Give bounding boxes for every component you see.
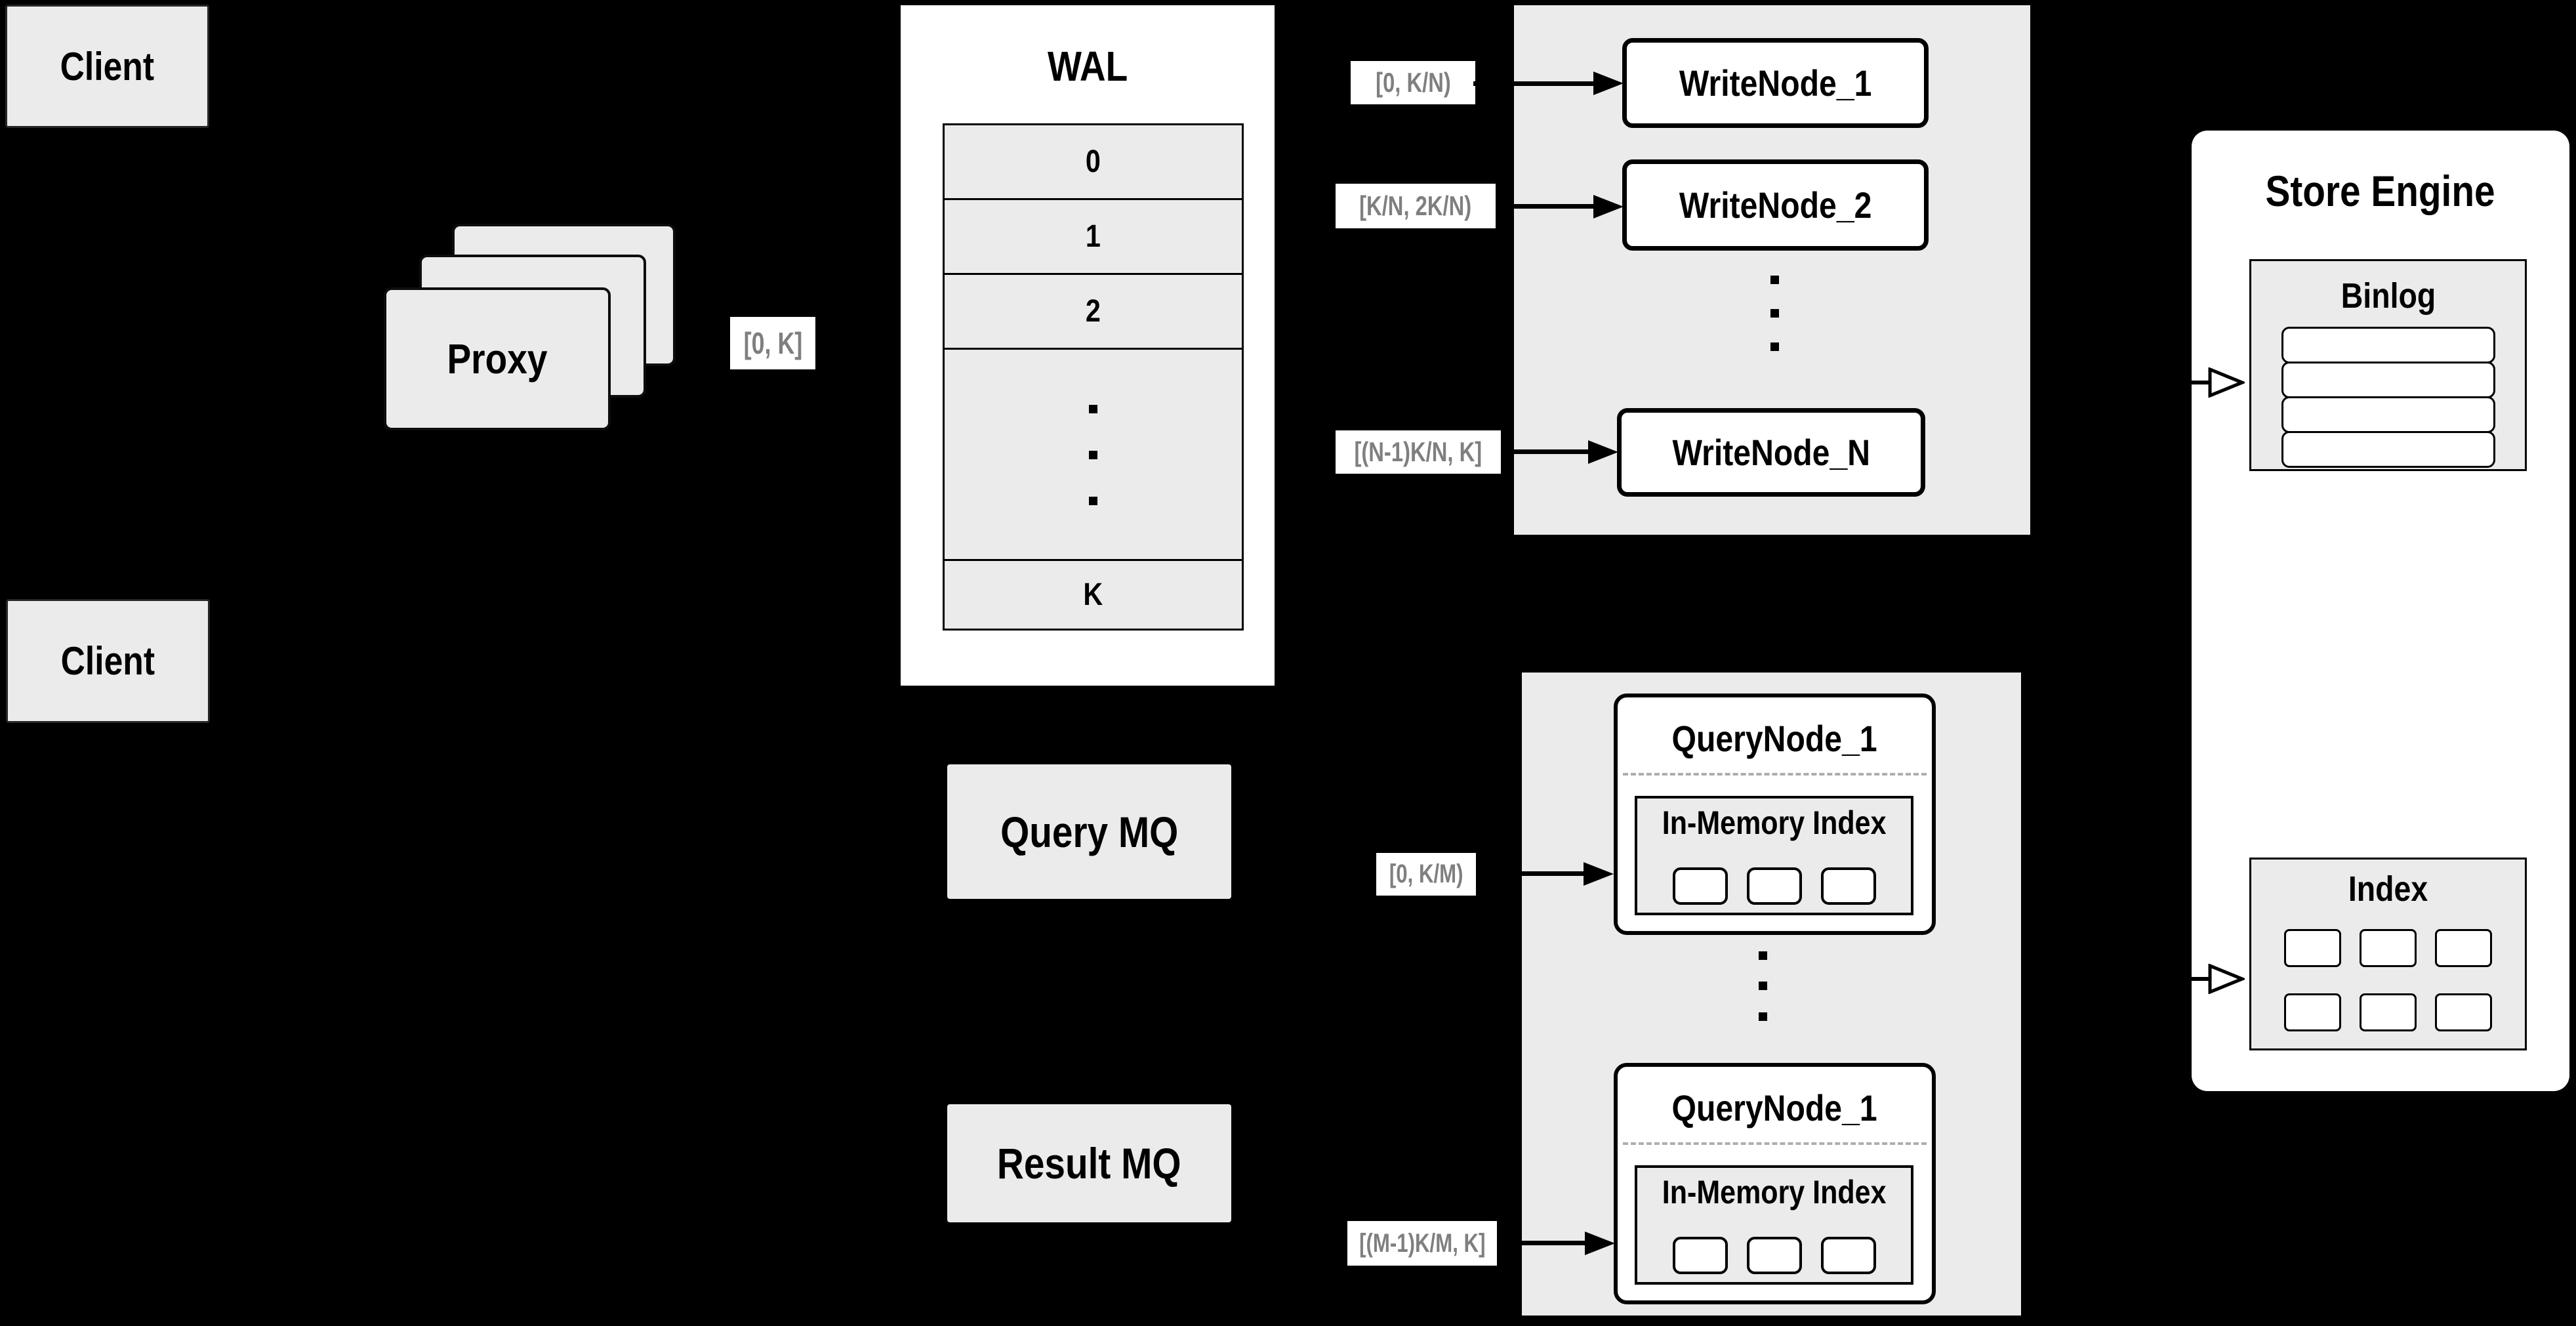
ellipsis-dot bbox=[1759, 982, 1767, 990]
binlog-row bbox=[2281, 362, 2495, 398]
range-chip-query-m: [(M-1)K/M, K] bbox=[1347, 1221, 1497, 1266]
ellipsis-dot bbox=[1770, 276, 1779, 284]
client-label: Client bbox=[60, 44, 155, 89]
wal-slot-2: 2 bbox=[945, 273, 1242, 348]
range-chip-query-1: [0, K/M) bbox=[1376, 853, 1476, 896]
query-node-title: QueryNode_1 bbox=[1671, 1087, 1878, 1129]
index-grid bbox=[2251, 929, 2525, 1031]
index-segment bbox=[2284, 993, 2341, 1031]
wal-slot-0: 0 bbox=[945, 125, 1242, 198]
arrow-binlog-line bbox=[2030, 381, 2214, 384]
query-node-title: QueryNode_1 bbox=[1671, 718, 1878, 759]
arrow-query-m-head bbox=[1585, 1232, 1615, 1255]
index-segment bbox=[2284, 929, 2341, 967]
range-chip-proxy: [0, K] bbox=[730, 317, 815, 369]
hollow-arrowhead-icon bbox=[2208, 367, 2245, 398]
write-node-2: WriteNode_2 bbox=[1622, 159, 1929, 251]
arrow-write-1-line bbox=[1473, 81, 1595, 86]
wal-panel: WAL 0 1 2 K bbox=[898, 3, 1277, 688]
wal-slot-1: 1 bbox=[945, 198, 1242, 273]
index-title: Index bbox=[2348, 869, 2428, 909]
wal-ellipsis-cell bbox=[945, 348, 1242, 559]
client-box-top: Client bbox=[5, 5, 209, 128]
result-mq-label: Result MQ bbox=[997, 1139, 1181, 1188]
memory-segment bbox=[1672, 1237, 1728, 1274]
client-box-bottom: Client bbox=[6, 599, 210, 723]
binlog-row bbox=[2281, 396, 2495, 433]
memory-segment bbox=[1746, 1237, 1802, 1274]
ellipsis-dot bbox=[1089, 497, 1097, 505]
ellipsis-dot bbox=[1770, 342, 1779, 351]
segment-row bbox=[1637, 867, 1911, 905]
index-segment bbox=[2435, 929, 2492, 967]
index-segment bbox=[2360, 929, 2417, 967]
result-mq-box: Result MQ bbox=[947, 1104, 1231, 1222]
memory-segment bbox=[1746, 867, 1802, 905]
arrow-query-1-head bbox=[1584, 862, 1614, 886]
index-box: Index bbox=[2249, 858, 2527, 1050]
proxy-card-front: Proxy bbox=[384, 287, 611, 430]
arrow-query-m-line bbox=[1497, 1241, 1586, 1245]
segment-row bbox=[1637, 1237, 1911, 1274]
index-segment bbox=[2360, 993, 2417, 1031]
proxy-label: Proxy bbox=[447, 335, 548, 383]
query-node-divider bbox=[1623, 773, 1927, 776]
range-chip-write-1: [0, K/N) bbox=[1351, 61, 1475, 104]
in-memory-index-box: In-Memory Index bbox=[1635, 796, 1913, 915]
binlog-row bbox=[2281, 431, 2495, 468]
in-memory-index-title: In-Memory Index bbox=[1662, 1174, 1887, 1211]
query-node-divider bbox=[1623, 1142, 1927, 1145]
ellipsis-dot bbox=[1089, 405, 1097, 413]
arrow-write-1-head bbox=[1593, 72, 1624, 95]
index-segment bbox=[2435, 993, 2492, 1031]
arrow-write-n-head bbox=[1588, 440, 1618, 464]
binlog-box: Binlog bbox=[2249, 259, 2527, 471]
in-memory-index-title: In-Memory Index bbox=[1662, 804, 1887, 841]
binlog-title: Binlog bbox=[2341, 276, 2436, 316]
arrow-write-2-head bbox=[1593, 195, 1624, 218]
binlog-rows bbox=[2281, 327, 2495, 468]
arrow-query-1-line bbox=[1476, 871, 1585, 876]
ellipsis-dot bbox=[1770, 309, 1779, 318]
in-memory-index-box: In-Memory Index bbox=[1635, 1165, 1913, 1285]
store-engine-title: Store Engine bbox=[2265, 167, 2496, 215]
memory-segment bbox=[1820, 867, 1876, 905]
query-mq-box: Query MQ bbox=[947, 764, 1231, 899]
store-engine-panel: Store Engine Binlog Index bbox=[2192, 131, 2569, 1091]
query-node-bottom: QueryNode_1 In-Memory Index bbox=[1614, 1063, 1936, 1304]
ellipsis-dot bbox=[1759, 951, 1767, 960]
query-node-top: QueryNode_1 In-Memory Index bbox=[1614, 694, 1936, 935]
memory-segment bbox=[1672, 867, 1728, 905]
wal-title: WAL bbox=[1047, 43, 1128, 90]
write-node-n: WriteNode_N bbox=[1617, 408, 1925, 497]
write-node-1: WriteNode_1 bbox=[1622, 38, 1929, 128]
range-chip-write-n: [(N-1)K/N, K] bbox=[1336, 430, 1501, 474]
range-chip-proxy-label: [0, K] bbox=[743, 326, 802, 360]
query-mq-label: Query MQ bbox=[1000, 807, 1179, 856]
arrow-index-line bbox=[2024, 977, 2214, 981]
ellipsis-dot bbox=[1089, 451, 1097, 459]
binlog-row bbox=[2281, 327, 2495, 363]
arrow-write-2-line bbox=[1499, 204, 1595, 209]
ellipsis-dot bbox=[1759, 1012, 1767, 1021]
memory-segment bbox=[1820, 1237, 1876, 1274]
hollow-arrowhead-icon bbox=[2208, 964, 2245, 994]
arrow-write-n-line bbox=[1504, 449, 1589, 454]
wal-slot-k: K bbox=[945, 559, 1242, 629]
range-chip-write-2: [K/N, 2K/N) bbox=[1336, 184, 1496, 228]
wal-table: 0 1 2 K bbox=[943, 123, 1244, 631]
client-label: Client bbox=[60, 639, 155, 683]
